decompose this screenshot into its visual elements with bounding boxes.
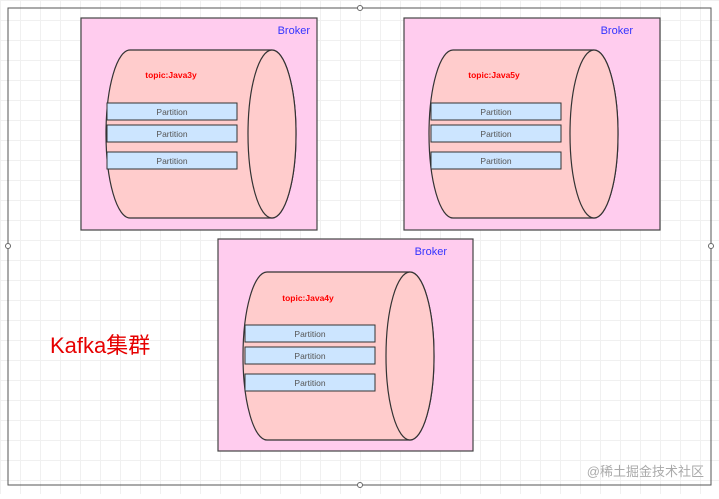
broker-label: Broker — [601, 25, 634, 37]
partition-label: Partition — [294, 378, 325, 388]
resize-handle-top[interactable] — [357, 5, 363, 11]
partition-label: Partition — [294, 329, 325, 339]
topic-label: topic:Java5y — [468, 70, 520, 80]
partition-label: Partition — [480, 156, 511, 166]
partition-box[interactable]: Partition — [106, 102, 238, 121]
partition-label: Partition — [156, 129, 187, 139]
partition-label: Partition — [480, 107, 511, 117]
cylinder-end-cap — [385, 271, 435, 441]
partition-box[interactable]: Partition — [244, 346, 376, 365]
cylinder-end-cap — [569, 49, 619, 219]
resize-handle-right[interactable] — [708, 243, 714, 249]
partition-box[interactable]: Partition — [106, 151, 238, 170]
partition-label: Partition — [156, 156, 187, 166]
cylinder-end-cap — [247, 49, 297, 219]
broker-3[interactable]: Broker topic:Java4y Partition Partition … — [217, 238, 474, 452]
partition-box[interactable]: Partition — [430, 151, 562, 170]
watermark: @稀土掘金技术社区 — [587, 464, 704, 479]
broker-label: Broker — [278, 25, 311, 37]
partition-label: Partition — [156, 107, 187, 117]
partition-box[interactable]: Partition — [244, 324, 376, 343]
partition-box[interactable]: Partition — [430, 102, 562, 121]
partition-box[interactable]: Partition — [430, 124, 562, 143]
partition-label: Partition — [294, 351, 325, 361]
resize-handle-left[interactable] — [5, 243, 11, 249]
broker-1[interactable]: Broker topic:Java3y Partition Partition … — [80, 17, 318, 231]
topic-label: topic:Java3y — [145, 70, 197, 80]
partition-box[interactable]: Partition — [244, 373, 376, 392]
resize-handle-bottom[interactable] — [357, 482, 363, 488]
partition-label: Partition — [480, 129, 511, 139]
cluster-label: Kafka集群 — [50, 333, 150, 358]
partition-box[interactable]: Partition — [106, 124, 238, 143]
topic-label: topic:Java4y — [282, 293, 334, 303]
broker-label: Broker — [415, 246, 448, 258]
broker-2[interactable]: Broker topic:Java5y Partition Partition … — [403, 17, 661, 231]
